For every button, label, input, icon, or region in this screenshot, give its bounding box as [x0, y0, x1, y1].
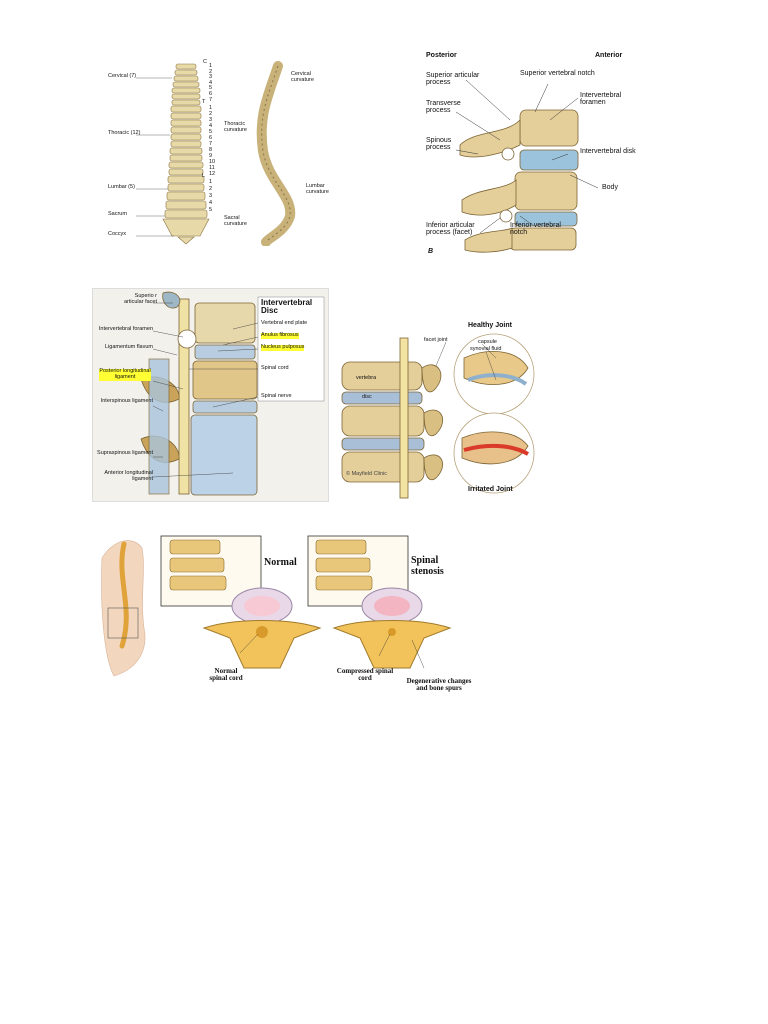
vertebra-number: 4	[209, 200, 213, 206]
title-irritated-joint: Irritated Joint	[468, 486, 513, 493]
label-coccyx: Coccyx	[108, 231, 127, 237]
vertebra-side-view-figure: Posterior Anterior Superior articular pr…	[420, 50, 642, 260]
vertebra-number: 6	[209, 91, 213, 97]
label-thoracic: Thoracic (12)	[108, 130, 141, 136]
label-cervical-curvature: Cervical curvature	[291, 71, 314, 83]
vertebra-number: 11	[209, 165, 215, 171]
vertebra-number: 5	[209, 207, 213, 213]
vertebra-number: 9	[209, 153, 213, 159]
label-sacral-curvature: Sacral curvature	[224, 215, 247, 227]
label-inferior-vertebral-notch: Inferior vertebral notch	[510, 222, 561, 237]
vertebra-number: 3	[209, 117, 213, 123]
header-anterior: Anterior	[595, 52, 623, 59]
vertebra-number: 2	[209, 186, 213, 192]
vertebra-number: 1	[209, 105, 213, 111]
vertebra-number: 5	[209, 129, 213, 135]
header-posterior: Posterior	[426, 52, 457, 59]
label-cervical: Cervical (7)	[108, 73, 137, 79]
vertebra-number: 6	[209, 135, 213, 141]
label-vertebra: vertebra	[356, 375, 377, 381]
label-supraspinous-ligament: Supraspinous ligament	[97, 450, 153, 456]
label-lumbar-curvature: Lumbar curvature	[306, 183, 329, 195]
label-intervertebral-disk: Intervertebral disk	[580, 148, 636, 155]
caption-degenerative-changes: Degenerative changes and bone spurs	[406, 677, 472, 693]
panel-letter-b: B	[428, 248, 434, 255]
disc-ligaments-figure: Intervertebral Disc Vertebral end plate …	[92, 288, 329, 502]
vertebra-number: 8	[209, 147, 213, 153]
label-disc: disc	[362, 394, 372, 400]
vertebra-number: 3	[209, 74, 213, 81]
label-sacrum: Sacrum	[108, 211, 127, 217]
vertebra-number: 4	[209, 79, 213, 86]
spine-overview-figure: Cervical (7) Thoracic (12) Lumbar (5) Sa…	[108, 56, 348, 246]
label-lumbar: Lumbar (5)	[108, 184, 135, 190]
label-vertebral-end-plate: Vertebral end plate	[261, 320, 308, 326]
vertebra-number: 5	[209, 85, 213, 92]
letter-t: T	[202, 99, 206, 105]
title-healthy-joint: Healthy Joint	[468, 322, 512, 329]
label-superior-articular-facet: Superio r articular facet	[123, 293, 157, 305]
facet-joint-figure: Healthy Joint Irritated Joint facet join…	[336, 318, 558, 500]
label-inferior-articular-process: Inferior articular process (facet)	[426, 222, 475, 237]
title-spinal-stenosis: Spinal stenosis	[411, 555, 444, 577]
vertebra-number: 2	[209, 68, 213, 75]
caption-compressed-spinal-cord: Compressed spinal cord	[336, 667, 394, 683]
label-spinal-cord: Spinal cord	[261, 365, 289, 371]
vertebra-number: 1	[209, 179, 213, 185]
label-anterior-longitudinal-ligament: Anterior longitudinal ligament	[104, 470, 153, 482]
vertebra-number: 1	[209, 63, 213, 69]
label-body: Body	[602, 184, 618, 191]
disc-box-title: Intervertebral Disc	[261, 298, 313, 316]
title-normal: Normal	[264, 557, 297, 568]
label-facet-joint: facet joint	[424, 337, 448, 343]
label-posterior-longitudinal-ligament: Posterior longitudinal ligament	[99, 368, 151, 381]
vertebra-number: 7	[209, 141, 213, 147]
letter-l: L	[202, 173, 206, 179]
stenosis-figure: Normal Spinal stenosis Normal spinal cor…	[94, 528, 478, 704]
label-intervertebral-foramen: Intervertebral foramen	[98, 326, 153, 332]
vertebra-side-illustration	[455, 79, 599, 253]
label-spinous-process: Spinous process	[426, 137, 452, 152]
label-superior-vertebral-notch: Superior vertebral notch	[520, 70, 595, 77]
copyright-mayfield-clinic: © Mayfield Clinic	[346, 471, 388, 477]
facet-joint-illustration	[341, 333, 535, 499]
letter-c: C	[203, 59, 207, 65]
vertebra-number: 2	[209, 111, 213, 117]
label-spinal-nerve: Spinal nerve	[261, 393, 292, 399]
vertebra-number: 10	[209, 159, 216, 165]
label-thoracic-curvature: Thoracic curvature	[224, 121, 247, 133]
label-synovial-fluid: synovial fluid	[470, 346, 502, 352]
caption-normal-spinal-cord: Normal spinal cord	[209, 667, 243, 683]
label-nucleus-pulposus: Nucleus pulposus	[261, 344, 305, 351]
label-superior-articular-process: Superior articular process	[426, 72, 480, 87]
stenosis-illustration	[101, 535, 452, 677]
label-ligamentum-flavum: Ligamentum flavum	[105, 344, 153, 350]
label-interspinous-ligament: Interspinous ligament	[100, 398, 153, 404]
spine-overview-illustration	[136, 61, 296, 246]
vertebra-number: 12	[209, 171, 216, 177]
vertebra-number: 7	[209, 96, 213, 103]
vertebra-number: 4	[209, 123, 213, 129]
vertebra-number: 3	[209, 193, 213, 199]
label-transverse-process: Transverse process	[426, 100, 461, 115]
label-intervertebral-foramen: Intervertebral foramen	[580, 92, 622, 107]
label-anulus-fibrosus: Anulus fibrosus	[261, 332, 299, 339]
label-capsule: capsule	[478, 339, 497, 345]
